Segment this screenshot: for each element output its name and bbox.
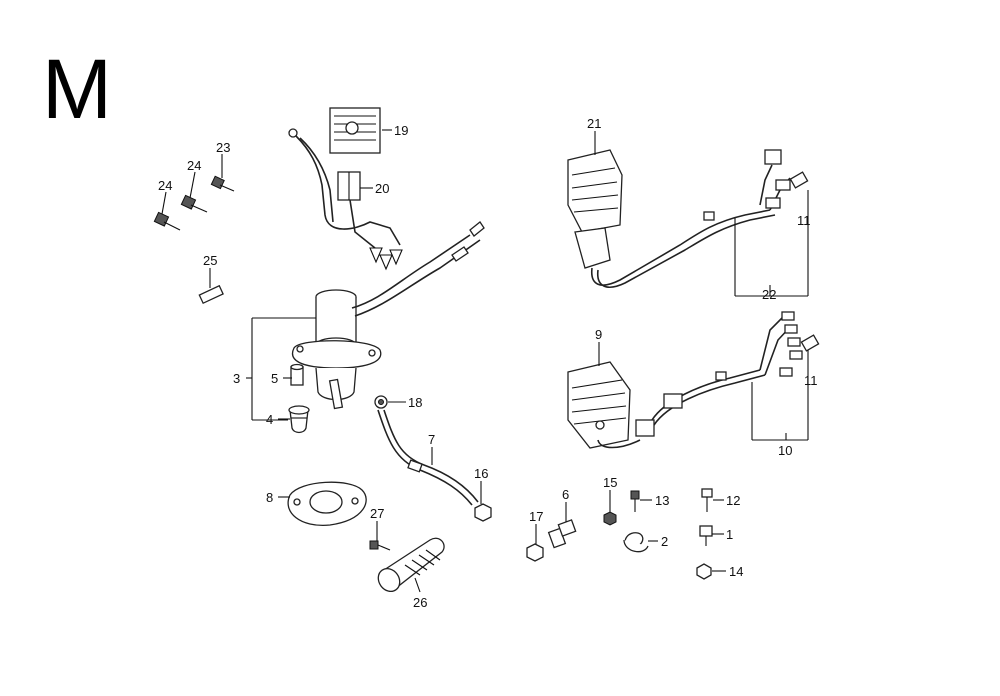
pin-25 — [198, 284, 224, 305]
section-letter: M — [42, 42, 112, 136]
callout-21: 21 — [587, 116, 601, 131]
nut-14 — [696, 563, 712, 580]
harness-10 — [597, 311, 803, 449]
callout-26: 26 — [413, 595, 427, 610]
bolt-24-upper — [180, 194, 208, 213]
clip-18 — [374, 395, 388, 409]
callout-20: 20 — [375, 181, 389, 196]
solenoid-assembly-3 — [291, 221, 485, 410]
cap-11-upper — [789, 171, 809, 189]
tube-7 — [377, 409, 479, 506]
cap-11-lower — [800, 334, 820, 352]
callout-6: 6 — [562, 487, 569, 502]
washer-15 — [603, 511, 617, 526]
callout-8: 8 — [266, 490, 273, 505]
callout-3: 3 — [233, 371, 240, 386]
callout-18: 18 — [408, 395, 422, 410]
callout-10: 10 — [778, 443, 792, 458]
plunger-4 — [288, 405, 310, 434]
callout-2: 2 — [661, 534, 668, 549]
rectifier-19 — [329, 107, 381, 154]
callout-22: 22 — [762, 287, 776, 302]
bolt-1 — [699, 525, 713, 546]
bolt-12 — [701, 488, 713, 512]
callout-15: 15 — [603, 475, 617, 490]
callout-19: 19 — [394, 123, 408, 138]
callout-labels: 23 24 24 25 19 20 3 5 4 18 7 16 8 27 26 … — [158, 116, 818, 610]
callout-5: 5 — [271, 371, 278, 386]
callout-25: 25 — [203, 253, 217, 268]
harness-20 — [288, 128, 403, 271]
tube-26 — [377, 537, 445, 593]
callout-9: 9 — [595, 327, 602, 342]
callout-11-upper: 11 — [797, 213, 811, 228]
cap-2 — [623, 532, 649, 553]
callout-13: 13 — [655, 493, 669, 508]
gasket-8 — [287, 481, 367, 526]
regulator-9 — [567, 361, 631, 449]
callout-27: 27 — [370, 506, 384, 521]
callout-7: 7 — [428, 432, 435, 447]
bolt-13 — [630, 490, 640, 512]
nut-16 — [474, 503, 492, 522]
bolt-24-lower — [153, 211, 181, 231]
bolt-23 — [210, 175, 235, 192]
callout-1: 1 — [726, 527, 733, 542]
spacer-6 — [547, 519, 577, 549]
callout-11-lower: 11 — [804, 373, 818, 388]
callout-16: 16 — [474, 466, 488, 481]
harness-22 — [591, 149, 791, 288]
regulator-21 — [567, 149, 623, 269]
sleeve-5 — [290, 363, 304, 386]
callout-17: 17 — [529, 509, 543, 524]
callout-12: 12 — [726, 493, 740, 508]
callout-24-lower: 24 — [158, 178, 172, 193]
callout-23: 23 — [216, 140, 230, 155]
callout-4: 4 — [266, 412, 273, 427]
callout-14: 14 — [729, 564, 743, 579]
callout-24-upper: 24 — [187, 158, 201, 173]
nut-17 — [526, 543, 544, 562]
bolt-27 — [369, 540, 391, 551]
leader-lines — [161, 129, 809, 593]
